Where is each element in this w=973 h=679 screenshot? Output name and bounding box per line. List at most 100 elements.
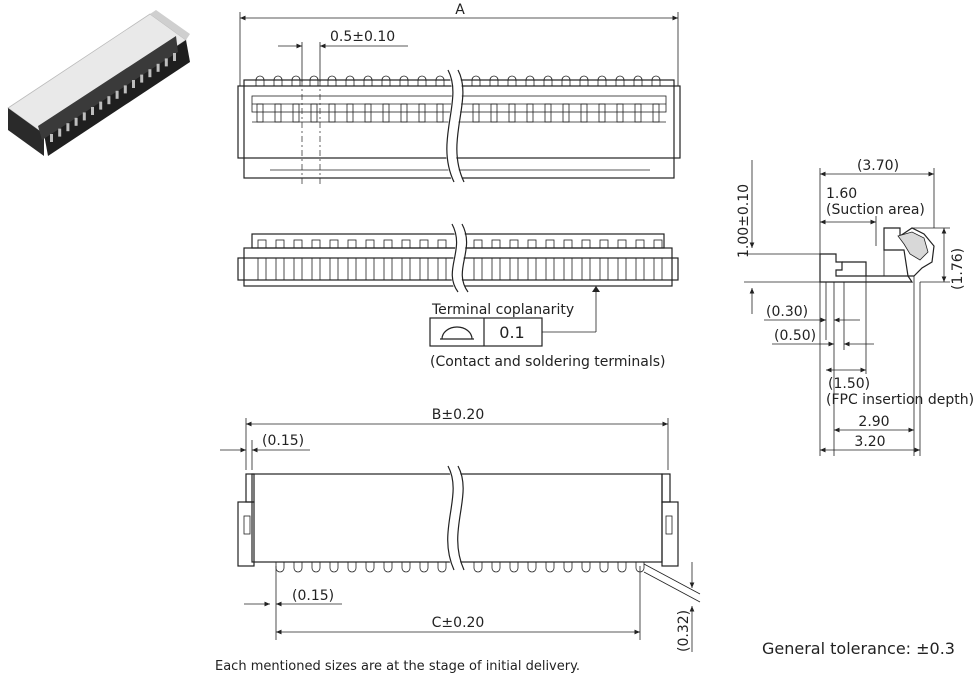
front-pin-top: [599, 239, 609, 249]
top-pin: [255, 75, 265, 86]
dim-150-label: (1.50): [828, 376, 870, 392]
bottom-pin: [383, 562, 393, 573]
dim-370-label: (3.70): [857, 158, 899, 174]
front-pin: [581, 257, 591, 281]
top-pin: [417, 75, 427, 86]
top-contact: [562, 103, 570, 123]
top-contact: [400, 103, 408, 123]
front-pin: [365, 257, 375, 281]
photo-pin: [99, 101, 103, 110]
front-pin-top: [257, 239, 267, 249]
top-contact: [544, 103, 552, 123]
front-pin: [329, 257, 339, 281]
top-pin: [273, 75, 283, 86]
front-pin-top: [653, 239, 663, 249]
top-contact: [346, 103, 354, 123]
front-pin-top: [491, 239, 501, 249]
top-pin: [651, 75, 661, 86]
top-contact: [472, 103, 480, 123]
photo-pin: [91, 107, 94, 115]
front-pin: [527, 257, 537, 281]
top-pin: [561, 75, 571, 86]
front-pin: [293, 257, 303, 281]
front-pin: [563, 257, 573, 281]
top-contact: [616, 103, 624, 123]
top-contact: [382, 103, 390, 123]
top-pin: [507, 75, 517, 86]
top-view: A 0.5±0.10: [237, 2, 681, 185]
front-pin: [275, 257, 285, 281]
dim-176-label: (1.76): [950, 248, 966, 290]
photo-pin: [132, 80, 135, 88]
front-pin: [401, 257, 411, 281]
bottom-pin: [311, 562, 321, 573]
flatness-symbol-icon: [440, 326, 474, 340]
top-contact: [274, 103, 282, 123]
photo-pin: [140, 74, 144, 83]
top-contact: [634, 103, 642, 123]
photo-pin: [123, 85, 127, 94]
dim-050-label: (0.50): [774, 328, 816, 344]
front-pin: [653, 257, 663, 281]
dim-030-label: (0.30): [766, 304, 808, 320]
photo-pin: [173, 53, 176, 61]
bottom-pin: [293, 562, 303, 573]
photo-pin: [66, 123, 70, 132]
dim-c-label: C±0.20: [432, 615, 485, 631]
top-contact: [436, 103, 444, 123]
front-pin: [437, 257, 447, 281]
photo-pin: [156, 63, 160, 72]
top-contact: [526, 103, 534, 123]
front-pin: [599, 257, 609, 281]
top-contact: [652, 103, 660, 123]
front-pin-top: [293, 239, 303, 249]
top-pin: [633, 75, 643, 86]
bottom-pin: [473, 562, 483, 573]
front-pin-top: [275, 239, 285, 249]
front-pin: [491, 257, 501, 281]
top-contact: [418, 103, 426, 123]
bottom-pin: [275, 562, 285, 573]
photo-pin: [115, 90, 119, 99]
dim-320-label: 3.20: [854, 434, 885, 450]
top-pin: [579, 75, 589, 86]
top-contact: [490, 103, 498, 123]
top-pin: [309, 75, 319, 86]
front-pin-top: [419, 239, 429, 249]
photo-pin: [164, 58, 168, 67]
front-pin: [419, 257, 429, 281]
bottom-pin: [401, 562, 411, 573]
top-contact: [508, 103, 516, 123]
front-pin: [617, 257, 627, 281]
top-pin: [345, 75, 355, 86]
top-pin: [489, 75, 499, 86]
dim-100-label: 1.00±0.10: [736, 184, 752, 258]
photo-pin: [148, 69, 152, 78]
dim-290-label: 2.90: [858, 414, 889, 430]
top-pin: [291, 75, 301, 86]
top-contact: [364, 103, 372, 123]
bottom-pin: [617, 562, 627, 573]
top-pin: [363, 75, 373, 86]
bottom-pin: [347, 562, 357, 573]
coplanarity-label: Terminal coplanarity: [431, 302, 574, 318]
top-pin: [399, 75, 409, 86]
bottom-pin: [437, 562, 447, 573]
front-pin-top: [509, 239, 519, 249]
front-pin-top: [365, 239, 375, 249]
suction-label: (Suction area): [826, 202, 925, 218]
front-pin-top: [401, 239, 411, 249]
front-view: Terminal coplanarity 0.1 (Contact and so…: [237, 221, 679, 370]
coplanarity-value: 0.1: [499, 323, 524, 342]
top-contact: [580, 103, 588, 123]
dim-a-label: A: [455, 2, 465, 18]
bottom-pin: [329, 562, 339, 573]
top-contact: [328, 103, 336, 123]
front-pin-top: [347, 239, 357, 249]
bottom-pin: [527, 562, 537, 573]
front-pin: [257, 257, 267, 281]
top-pin: [615, 75, 625, 86]
top-contact: [598, 103, 606, 123]
top-contact: [292, 103, 300, 123]
general-tolerance: General tolerance: ±0.3: [762, 639, 955, 658]
